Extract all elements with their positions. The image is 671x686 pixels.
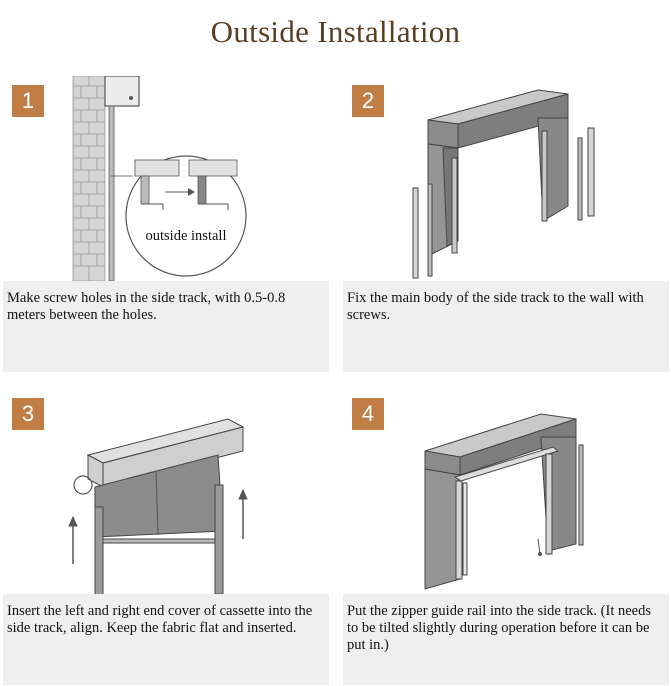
up-arrow-icons [68, 488, 248, 564]
step-4-caption: Put the zipper guide rail into the side … [347, 603, 652, 653]
step-2-illustration: 2 [343, 76, 669, 281]
page-title: Outside Installation [210, 14, 461, 49]
step-1-caption: Make screw holes in the side track, with… [7, 290, 286, 323]
step-1-number-badge: 1 [12, 85, 44, 117]
brick-wall [72, 76, 106, 281]
step-2-caption: Fix the main body of the side track to t… [347, 290, 644, 323]
step-3-panel: 3 Insert the left and right end cover of… [3, 389, 329, 685]
step-2-number-badge: 2 [352, 85, 384, 117]
cassette-assembly [86, 418, 245, 594]
step-4-panel: 4 Put the zipper guide rail into the sid… [343, 389, 669, 685]
side-track-rails [412, 127, 595, 279]
step-4-illustration: 4 [343, 389, 669, 594]
step-2-panel: 2 Fix the main body of the side track to… [343, 76, 669, 372]
frame-with-rails [424, 413, 584, 590]
inset-label: outside install [146, 228, 227, 244]
step-3-caption: Insert the left and right end cover of c… [7, 603, 313, 636]
side-track [108, 105, 115, 281]
step-1-illustration: outside install 1 [3, 76, 329, 281]
cassette-box [104, 76, 140, 107]
step-1-panel: outside install 1 Make screw holes in th… [3, 76, 329, 372]
step-3-number-badge: 3 [12, 398, 44, 430]
inset-detail: outside install [125, 155, 247, 277]
step-4-number-badge: 4 [352, 398, 384, 430]
zipper-guide-rail-icon [537, 538, 542, 556]
step-3-illustration: 3 [3, 389, 329, 594]
